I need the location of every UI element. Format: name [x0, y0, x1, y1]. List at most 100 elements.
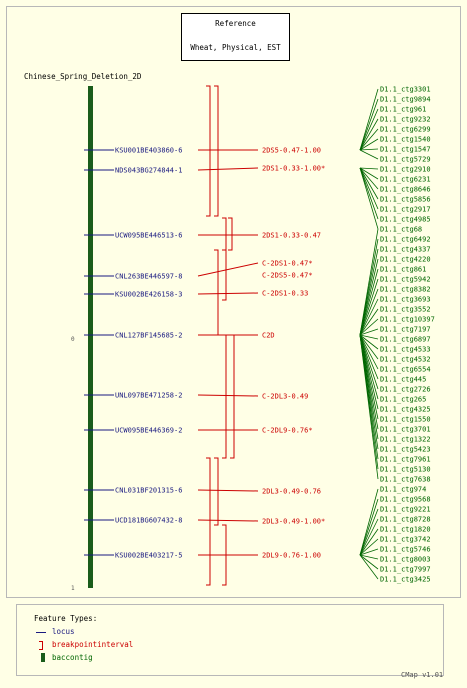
locus-label[interactable]: CNL031BF201315-6	[115, 487, 182, 495]
interval-label[interactable]: C2D	[262, 332, 275, 340]
contig-link-line	[359, 538, 379, 556]
contig-label[interactable]: D1.1_ctg2726	[380, 386, 431, 394]
locus-interval-link	[197, 489, 259, 492]
interval-label[interactable]: C-2DL3-0.49	[262, 393, 308, 401]
contig-label[interactable]: D1.1_ctg6231	[380, 176, 431, 184]
contig-label[interactable]: D1.1_ctg10397	[380, 316, 435, 324]
contig-label[interactable]: D1.1_ctg6492	[380, 236, 431, 244]
contig-label[interactable]: D1.1_ctg7997	[380, 566, 431, 574]
locus-interval-link	[197, 167, 259, 171]
contig-label[interactable]: D1.1_ctg9221	[380, 506, 431, 514]
contig-link-line	[359, 167, 379, 220]
interval-label[interactable]: 2DL3-0.49-0.76	[262, 488, 321, 496]
interval-label[interactable]: C-2DS1-0.33	[262, 290, 308, 298]
map-frame	[6, 6, 461, 598]
breakpoint-interval-bracket[interactable]	[222, 217, 227, 251]
breakpoint-interval-bracket[interactable]	[214, 85, 219, 217]
map-title[interactable]: Chinese_Spring_Deletion_2D	[24, 72, 142, 81]
contig-label[interactable]: D1.1_ctg961	[380, 106, 426, 114]
contig-label[interactable]: D1.1_ctg974	[380, 486, 426, 494]
interval-label[interactable]: 2DS1-0.33-1.00*	[262, 165, 325, 173]
legend-box	[16, 604, 444, 676]
contig-label[interactable]: D1.1_ctg4532	[380, 356, 431, 364]
contig-label[interactable]: D1.1_ctg2917	[380, 206, 431, 214]
contig-label[interactable]: D1.1_ctg9232	[380, 116, 431, 124]
locus-label[interactable]: KSU002BE403217-5	[115, 552, 182, 560]
contig-label[interactable]: D1.1_ctg4337	[380, 246, 431, 254]
contig-label[interactable]: D1.1_ctg1540	[380, 136, 431, 144]
interval-label[interactable]: C-2DS5-0.47*	[262, 272, 313, 280]
breakpoint-interval-bracket[interactable]	[228, 217, 233, 251]
contig-label[interactable]: D1.1_ctg1550	[380, 416, 431, 424]
contig-label[interactable]: D1.1_ctg5942	[380, 276, 431, 284]
breakpoint-interval-bracket[interactable]	[214, 457, 219, 526]
contig-label[interactable]: D1.1_ctg68	[380, 226, 422, 234]
contig-label[interactable]: D1.1_ctg4985	[380, 216, 431, 224]
contig-label[interactable]: D1.1_ctg8728	[380, 516, 431, 524]
contig-label[interactable]: D1.1_ctg9894	[380, 96, 431, 104]
contig-label[interactable]: D1.1_ctg6299	[380, 126, 431, 134]
locus-label[interactable]: NDS043BG274844-1	[115, 167, 182, 175]
contig-label[interactable]: D1.1_ctg5423	[380, 446, 431, 454]
contig-label[interactable]: D1.1_ctg4533	[380, 346, 431, 354]
map-bar[interactable]	[88, 86, 93, 588]
interval-label[interactable]: C-2DS1-0.47*	[262, 260, 313, 268]
contig-label[interactable]: D1.1_ctg1820	[380, 526, 431, 534]
locus-interval-link	[197, 519, 259, 522]
locus-label[interactable]: CNL263BE446597-8	[115, 273, 182, 281]
breakpoint-interval-bracket[interactable]	[206, 85, 211, 217]
locus-label[interactable]: UCW095BE446369-2	[115, 427, 182, 435]
contig-label[interactable]: D1.1_ctg9568	[380, 496, 431, 504]
contig-label[interactable]: D1.1_ctg8382	[380, 286, 431, 294]
contig-label[interactable]: D1.1_ctg3425	[380, 576, 431, 584]
locus-label[interactable]: UCD181BG607432-8	[115, 517, 182, 525]
interval-label[interactable]: 2DL3-0.49-1.00*	[262, 518, 325, 526]
contig-link-line	[359, 128, 379, 151]
locus-label[interactable]: UCW095BE446513-6	[115, 232, 182, 240]
contig-label[interactable]: D1.1_ctg1547	[380, 146, 431, 154]
contig-label[interactable]: D1.1_ctg8003	[380, 556, 431, 564]
contig-label[interactable]: D1.1_ctg2910	[380, 166, 431, 174]
interval-label[interactable]: 2DS5-0.47-1.00	[262, 147, 321, 155]
contig-label[interactable]: D1.1_ctg6897	[380, 336, 431, 344]
contig-label[interactable]: D1.1_ctg7638	[380, 476, 431, 484]
contig-label[interactable]: D1.1_ctg7961	[380, 456, 431, 464]
breakpoint-interval-bracket[interactable]	[206, 457, 211, 586]
contig-label[interactable]: D1.1_ctg5746	[380, 546, 431, 554]
contig-label[interactable]: D1.1_ctg3552	[380, 306, 431, 314]
contig-label[interactable]: D1.1_ctg445	[380, 376, 426, 384]
contig-label[interactable]: D1.1_ctg5130	[380, 466, 431, 474]
contig-label[interactable]: D1.1_ctg265	[380, 396, 426, 404]
contig-link-line	[359, 488, 379, 556]
contig-label[interactable]: D1.1_ctg4220	[380, 256, 431, 264]
breakpoint-interval-bracket[interactable]	[222, 249, 227, 301]
contig-label[interactable]: D1.1_ctg1322	[380, 436, 431, 444]
breakpoint-interval-bracket[interactable]	[230, 334, 235, 459]
contig-link-line	[359, 278, 379, 336]
breakpoint-interval-bracket[interactable]	[214, 249, 219, 336]
reference-box[interactable]: Reference Wheat, Physical, EST	[181, 13, 290, 61]
contig-label[interactable]: D1.1_ctg3693	[380, 296, 431, 304]
contig-link-line	[359, 98, 379, 151]
contig-label[interactable]: D1.1_ctg3301	[380, 86, 431, 94]
contig-label[interactable]: D1.1_ctg4325	[380, 406, 431, 414]
locus-label[interactable]: CNL127BF145685-2	[115, 332, 182, 340]
breakpoint-interval-bracket[interactable]	[222, 334, 227, 459]
locus-interval-link	[197, 292, 259, 295]
interval-label[interactable]: C-2DL9-0.76*	[262, 427, 313, 435]
locus-label[interactable]: KSU001BE403860-6	[115, 147, 182, 155]
contig-label[interactable]: D1.1_ctg5729	[380, 156, 431, 164]
contig-label[interactable]: D1.1_ctg8646	[380, 186, 431, 194]
contig-label[interactable]: D1.1_ctg861	[380, 266, 426, 274]
contig-label[interactable]: D1.1_ctg7197	[380, 326, 431, 334]
contig-label[interactable]: D1.1_ctg6554	[380, 366, 431, 374]
locus-label[interactable]: UNL097BE471258-2	[115, 392, 182, 400]
interval-label[interactable]: 2DS1-0.33-0.47	[262, 232, 321, 240]
interval-label[interactable]: 2DL9-0.76-1.00	[262, 552, 321, 560]
breakpoint-interval-bracket[interactable]	[222, 524, 227, 586]
locus-label[interactable]: KSU002BE426158-3	[115, 291, 182, 299]
contig-label[interactable]: D1.1_ctg3742	[380, 536, 431, 544]
contig-link-line	[359, 167, 379, 170]
contig-label[interactable]: D1.1_ctg5856	[380, 196, 431, 204]
contig-label[interactable]: D1.1_ctg3701	[380, 426, 431, 434]
